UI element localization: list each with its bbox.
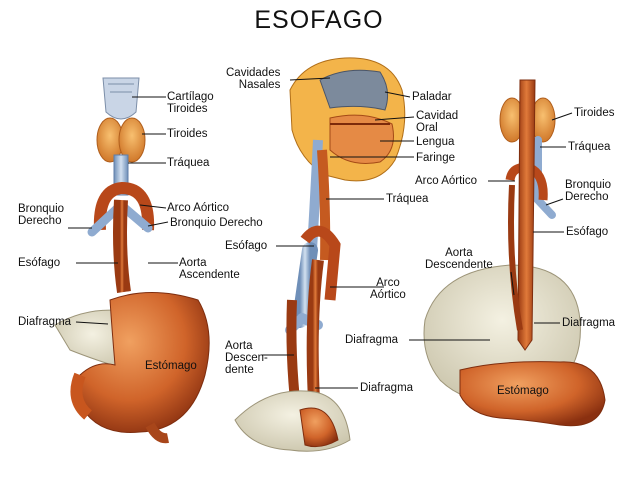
front-view-panel <box>54 77 210 444</box>
label-bronquio-derecho-front-2: Bronquio Derecho <box>170 217 263 229</box>
label-cartilago-tiroides-text: Cartílago Tiroides <box>167 91 214 115</box>
label-traquea-side: Tráquea <box>386 193 429 205</box>
thyroid-lobe-right <box>118 117 146 163</box>
label-arco-aortico-back: Arco Aórtico <box>415 175 477 187</box>
stomach-shape-front <box>76 292 210 433</box>
label-faringe: Faringe <box>416 152 455 164</box>
esophagus-shape-back <box>517 79 536 351</box>
label-arco-aortico-front: Arco Aórtico <box>167 202 229 214</box>
nasal-cavity-shape <box>319 69 389 111</box>
esophagus-shape-front <box>113 199 131 293</box>
aortic-arch-shape-side <box>300 225 341 301</box>
label-diafragma-front: Diafragma <box>18 316 72 328</box>
descending-aorta-shape <box>286 299 300 401</box>
aortic-arch-shape <box>93 181 155 231</box>
label-arco-aortico-side: Arco Aórtico <box>370 277 406 301</box>
label-esofago-back: Esófago <box>566 226 609 238</box>
label-traquea-front: Tráquea <box>167 157 210 169</box>
esophagus-shape-side <box>317 149 331 261</box>
tongue-shape <box>329 114 394 164</box>
label-bronquio-derecho-front: Bronquio Derecho <box>18 203 65 227</box>
label-diafragma-back-right: Diafragma <box>562 317 616 329</box>
trachea-shape-back <box>534 136 556 219</box>
label-lengua: Lengua <box>416 136 455 148</box>
label-esofago-side: Esófago <box>225 240 268 252</box>
label-cartilago-tiroides: Cartílago Tiroides <box>167 91 214 115</box>
stomach-shape-back <box>459 361 606 427</box>
label-bronquio-derecho-back: Bronquio Derecho <box>565 179 612 203</box>
label-tiroides-front: Tiroides <box>167 128 208 140</box>
leader-lines <box>68 77 573 389</box>
label-diafragma-back-left: Diafragma <box>345 334 399 346</box>
label-esofago-front: Esófago <box>18 257 61 269</box>
label-estomago-back: Estómago <box>497 385 549 397</box>
label-diafragma-side: Diafragma <box>360 382 414 394</box>
back-view-panel <box>423 79 606 427</box>
label-cavidad-oral: Cavidad Oral <box>416 110 459 134</box>
label-traquea-back: Tráquea <box>568 141 611 153</box>
label-aorta-ascendente: Aorta Ascendente <box>179 257 240 281</box>
label-tiroides-back: Tiroides <box>574 107 615 119</box>
trachea-shape-side <box>292 242 318 328</box>
label-estomago-front: Estómago <box>145 360 197 372</box>
side-view-panel <box>234 57 406 452</box>
label-cavidades-nasales: Cavidades Nasales <box>226 67 281 91</box>
thyroid-cartilage-shape <box>102 77 140 120</box>
label-aorta-descendente-back: Aorta Descendente <box>425 247 493 271</box>
label-paladar: Paladar <box>412 91 452 103</box>
figure-title: ESOFAGO <box>254 6 384 34</box>
label-aorta-descendente-side: Aorta Descen- dente <box>225 340 268 376</box>
